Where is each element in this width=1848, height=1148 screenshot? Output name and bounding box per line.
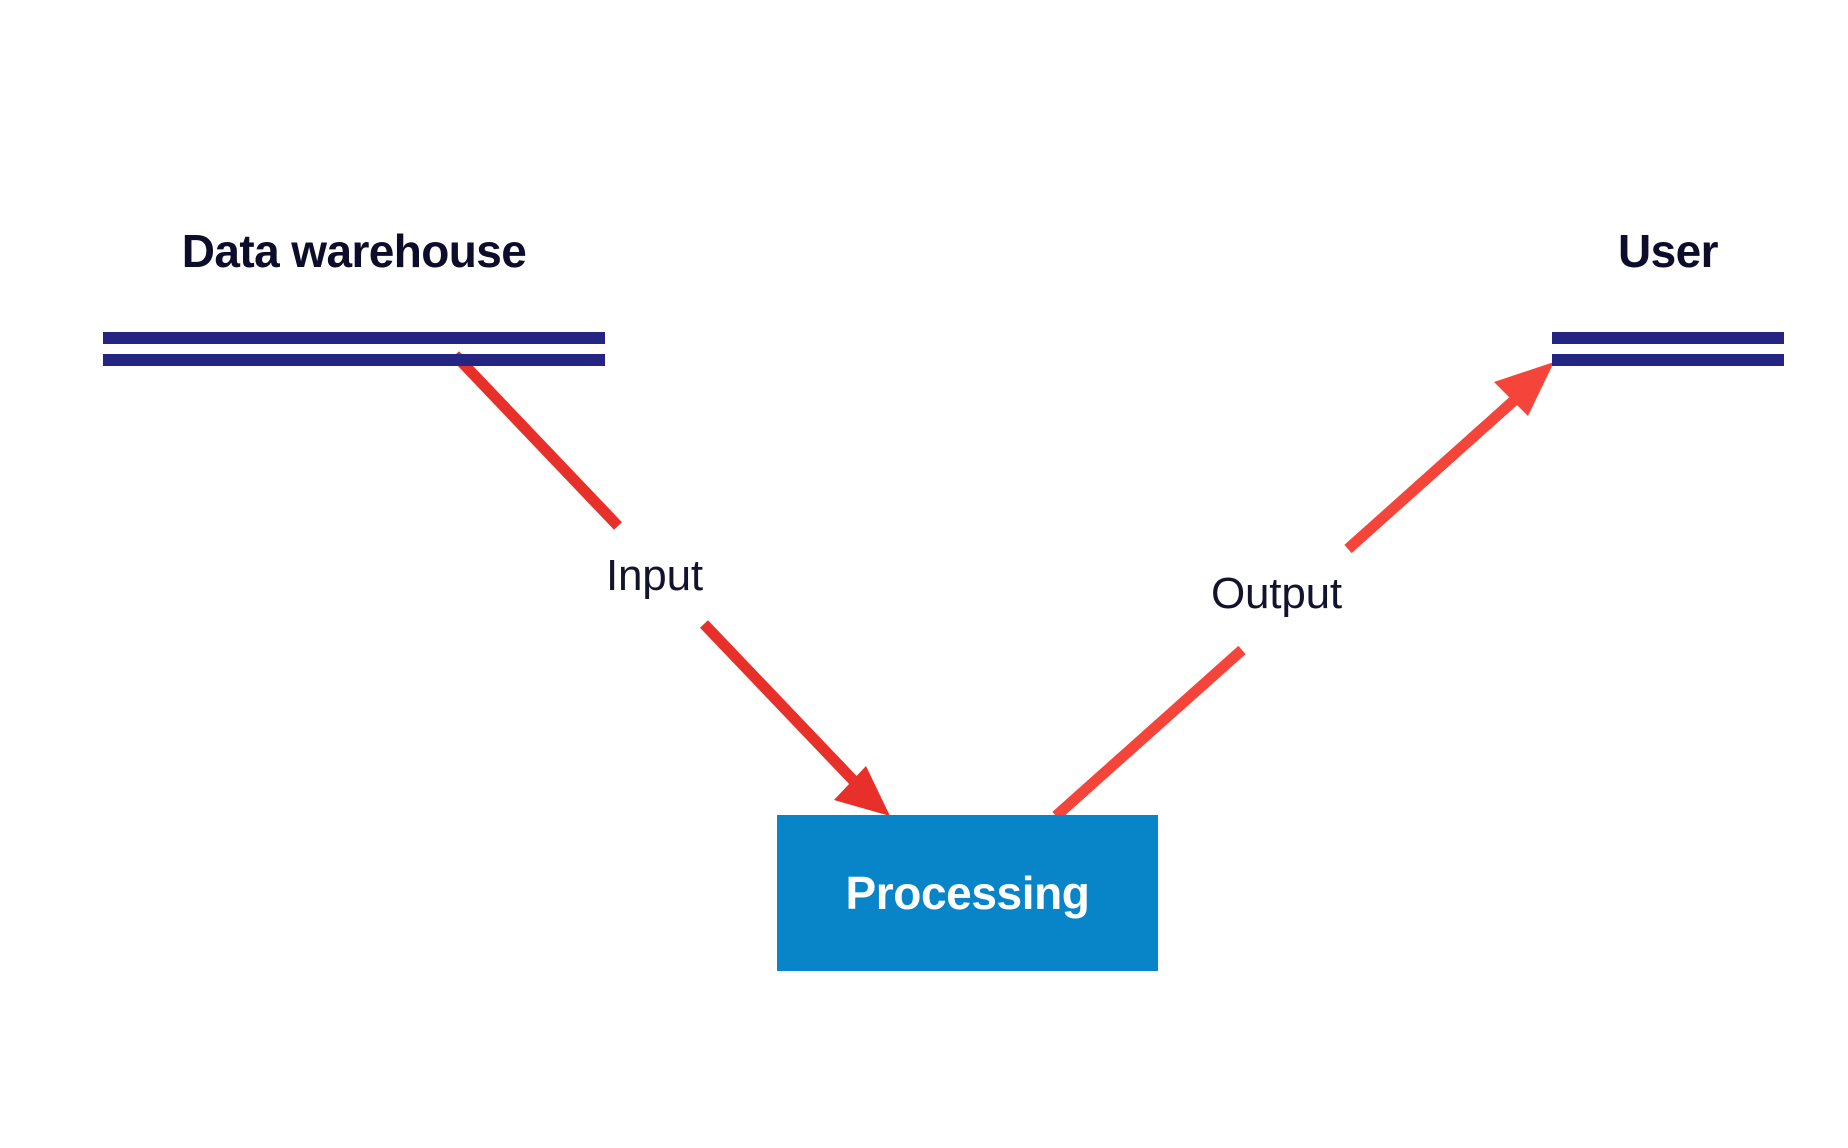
- output-arrow-segment-upper: [1344, 383, 1532, 554]
- processing-node-label: Processing: [845, 867, 1090, 919]
- output-arrowhead: [1494, 362, 1554, 416]
- input-arrowhead: [834, 766, 890, 816]
- output-arrow: [1052, 362, 1554, 821]
- flow-label-input: Input: [598, 550, 711, 602]
- entity-rails-user: [1552, 332, 1784, 366]
- input-arrow-segment-upper: [451, 351, 622, 530]
- entity-label-data-warehouse: Data warehouse: [181, 225, 527, 277]
- output-arrow-segment-lower: [1052, 645, 1246, 821]
- entity-rail-gap: [1552, 344, 1784, 354]
- flow-label-output: Output: [1203, 568, 1350, 620]
- input-arrow: [451, 351, 890, 816]
- entity-rail-bottom: [1552, 354, 1784, 366]
- entity-rail-bottom: [103, 354, 605, 366]
- processing-node: Processing: [777, 815, 1158, 971]
- entity-label-user: User: [1618, 225, 1718, 277]
- entity-rail-top: [103, 332, 605, 344]
- entity-rail-top: [1552, 332, 1784, 344]
- input-arrow-segment-lower: [700, 620, 876, 804]
- entity-rails-data-warehouse: [103, 332, 605, 366]
- entity-rail-gap: [103, 344, 605, 354]
